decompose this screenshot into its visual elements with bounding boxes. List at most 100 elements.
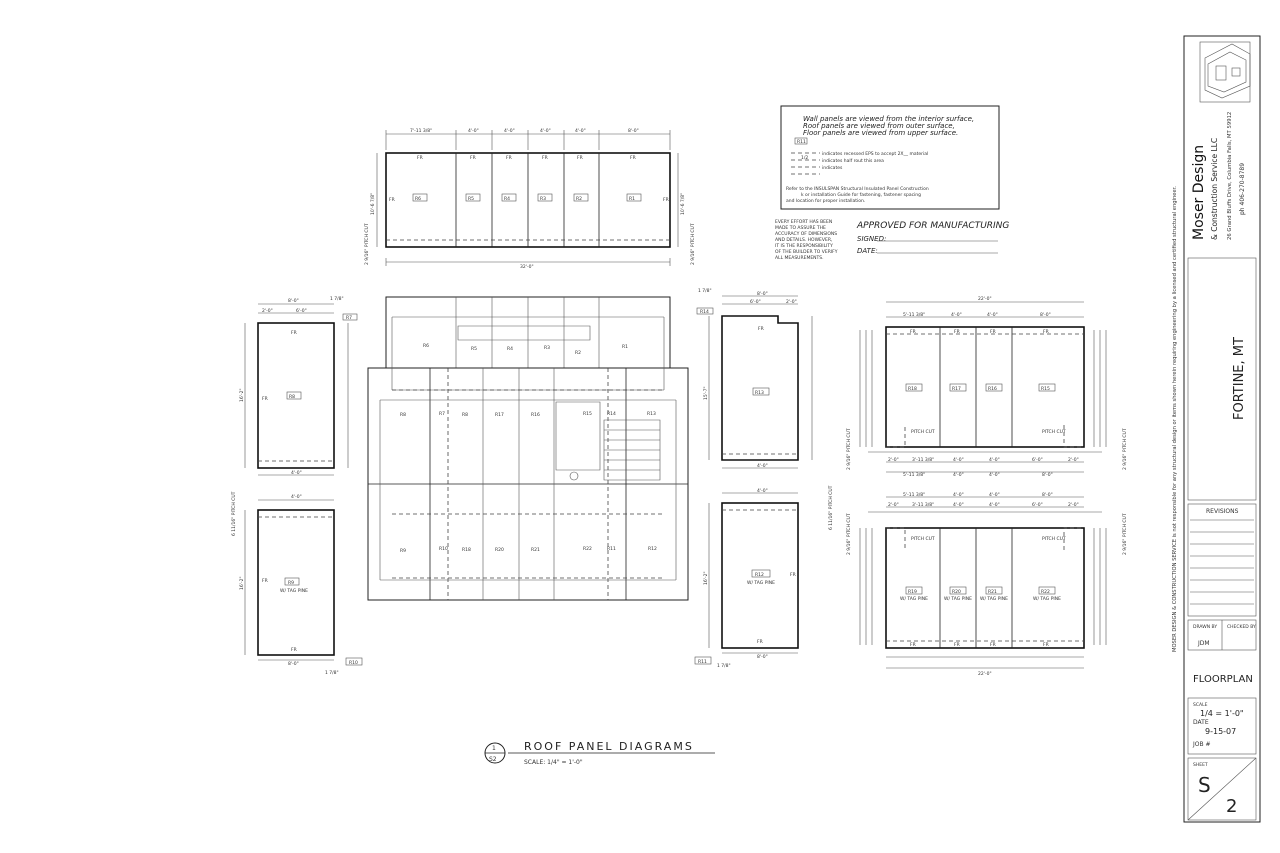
rt-fr-4: FR bbox=[1043, 329, 1049, 335]
top-label-r5: R5 bbox=[468, 196, 474, 202]
rb-note-2: W/ TAG PINE bbox=[944, 596, 972, 602]
mid-bot-height: 16'-2" bbox=[703, 571, 709, 585]
right-bottom-panel: 5'-11 3/8" 4'-0" 4'-0" 8'-0" 2'-0" 3'-11… bbox=[846, 492, 1128, 677]
sheet-title: FLOORPLAN bbox=[1193, 674, 1253, 685]
mid-pitch: 6 11/16" PITCH CUT bbox=[828, 485, 834, 530]
mid-bot-note: W/ TAG PINE bbox=[747, 580, 775, 586]
title-text: ROOF PANEL DIAGRAMS bbox=[524, 740, 694, 753]
rt-b2-4: 8'-0" bbox=[1042, 472, 1053, 478]
plan-r21: R21 bbox=[531, 547, 540, 553]
left-top-fr-left: FR bbox=[262, 396, 268, 402]
mid-bot-bottom: 8'-0" bbox=[757, 654, 768, 660]
left-top-height: 16'-2" bbox=[239, 388, 245, 402]
mid-top-trim: 1 7/8" bbox=[698, 288, 712, 294]
rb-tdim-4: 4'-0" bbox=[989, 502, 1000, 508]
top-dim-2: 4'-0" bbox=[468, 128, 479, 134]
left-pitch: 6 11/16" PITCH CUT bbox=[231, 491, 237, 536]
plan-r14: R14 bbox=[607, 411, 616, 417]
revisions-label: REVISIONS bbox=[1206, 508, 1239, 515]
rt-cut-right: PITCH CUT bbox=[1042, 429, 1066, 435]
top-pitch-right: 2 9/16" PITCH CUT bbox=[690, 223, 696, 265]
top-dim-1: 7'-11 3/8" bbox=[410, 128, 432, 134]
rb-dim-1: 5'-11 3/8" bbox=[903, 492, 925, 498]
company-name: Moser Design bbox=[1191, 145, 1207, 240]
rb-fr-4: FR bbox=[1043, 642, 1049, 648]
mid-top-label: R13 bbox=[755, 390, 764, 396]
plan-r2: R2 bbox=[575, 350, 581, 356]
rb-tdim-5: 6'-0" bbox=[1032, 502, 1043, 508]
rt-fr-3: FR bbox=[990, 329, 996, 335]
left-bot-fr-bottom: FR bbox=[291, 647, 297, 653]
left-bot-tag: R10 bbox=[349, 660, 358, 666]
mid-bot-label: R12 bbox=[755, 572, 764, 578]
mid-top-bottom: 4'-0" bbox=[757, 463, 768, 469]
left-top-sub-2: 6'-0" bbox=[296, 308, 307, 314]
rb-note-3: W/ TAG PINE bbox=[980, 596, 1008, 602]
title-scale: SCALE: 1/4" = 1'-0" bbox=[524, 759, 583, 766]
top-label-r4: R4 bbox=[504, 196, 510, 202]
mid-bot-fr-right: FR bbox=[790, 572, 796, 578]
rb-label-1: R19 bbox=[908, 589, 917, 595]
rt-fr-1: FR bbox=[910, 329, 916, 335]
note-line-3: Floor panels are viewed from upper surfa… bbox=[803, 129, 958, 137]
rb-overall: 22'-0" bbox=[978, 671, 992, 677]
top-fr-1: FR bbox=[417, 155, 423, 161]
left-top-sub-1: 2'-0" bbox=[262, 308, 273, 314]
disclaimer-2: MADE TO ASSURE THE bbox=[775, 225, 826, 231]
floor-plan-overlay: R6 R5 R4 R3 R2 R1 R8 R7 R8 R17 R16 R15 R… bbox=[367, 296, 689, 601]
rt-bdim-2: 3'-11 3/8" bbox=[912, 457, 934, 463]
rb-tdim-2: 3'-11 3/8" bbox=[912, 502, 934, 508]
rt-bdim-6: 2'-0" bbox=[1068, 457, 1079, 463]
plan-r3: R3 bbox=[544, 345, 550, 351]
date-label: DATE bbox=[1193, 719, 1209, 726]
top-label-r3: R3 bbox=[540, 196, 546, 202]
company-logo bbox=[1199, 41, 1251, 103]
rb-tdim-3: 4'-0" bbox=[953, 502, 964, 508]
left-top-label: R8 bbox=[289, 394, 295, 400]
mid-bot-fr-bottom: FR bbox=[757, 639, 763, 645]
plan-r12: R12 bbox=[648, 546, 657, 552]
left-bot-bottom: 8'-0" bbox=[288, 661, 299, 667]
top-label-r2: R2 bbox=[576, 196, 582, 202]
note-tag: R11 bbox=[797, 139, 806, 145]
mid-top-width: 8'-0" bbox=[757, 291, 768, 297]
mid-top-sub-2: 2'-0" bbox=[786, 299, 797, 305]
mid-bot-width: 4'-0" bbox=[757, 488, 768, 494]
disclaimer-3: ACCURACY OF DIMENSIONS bbox=[775, 231, 837, 237]
note-line-2: Roof panels are viewed from outer surfac… bbox=[803, 122, 955, 130]
rb-note-1: W/ TAG PINE bbox=[900, 596, 928, 602]
rb-dim-3: 4'-0" bbox=[989, 492, 1000, 498]
rt-label-3: R16 bbox=[988, 386, 997, 392]
plan-r17: R17 bbox=[495, 412, 504, 418]
rb-pitch-right: 2 9/16" PITCH CUT bbox=[1122, 513, 1128, 555]
mid-top-sub-1: 6'-0" bbox=[750, 299, 761, 305]
disclaimer-5: IT IS THE RESPONSIBILITY bbox=[775, 243, 833, 249]
legend-3: indicates bbox=[822, 165, 843, 171]
left-top-bottom: 4'-0" bbox=[291, 470, 302, 476]
scale-label: SCALE bbox=[1193, 702, 1208, 708]
rt-bdim-5: 6'-0" bbox=[1032, 457, 1043, 463]
top-fr-5: FR bbox=[577, 155, 583, 161]
top-fr-2: FR bbox=[470, 155, 476, 161]
top-side-dim-right: 10'-6 7/8" bbox=[680, 193, 686, 215]
top-fr-right: FR bbox=[663, 197, 669, 203]
legend-code: 1/2 bbox=[801, 155, 808, 161]
plan-r20: R20 bbox=[495, 547, 504, 553]
mid-bot-tag: R11 bbox=[698, 659, 707, 665]
company-sub: & Construction Service LLC bbox=[1210, 138, 1219, 240]
rb-cut-right: PITCH CUT bbox=[1042, 536, 1066, 542]
plan-r8a: R8 bbox=[400, 412, 406, 418]
approval-date: DATE: bbox=[857, 247, 878, 255]
notes-box: Wall panels are viewed from the interior… bbox=[780, 105, 1000, 210]
rt-pitch-right: 2 9/16" PITCH CUT bbox=[1122, 428, 1128, 470]
plan-r15: R15 bbox=[583, 411, 592, 417]
plan-r9: R9 bbox=[400, 548, 406, 554]
refer-1: Refer to the INSULSPAN Structural Insula… bbox=[786, 186, 929, 192]
title-side-note: MOSER DESIGN & CONSTRUCTION SERVICE is n… bbox=[1172, 186, 1178, 652]
sheet-letter: S bbox=[1198, 773, 1211, 797]
rt-label-4: R15 bbox=[1041, 386, 1050, 392]
checked-by-label: CHECKED BY bbox=[1227, 624, 1256, 630]
plan-r7: R7 bbox=[439, 411, 445, 417]
left-top-fr-top: FR bbox=[291, 330, 297, 336]
